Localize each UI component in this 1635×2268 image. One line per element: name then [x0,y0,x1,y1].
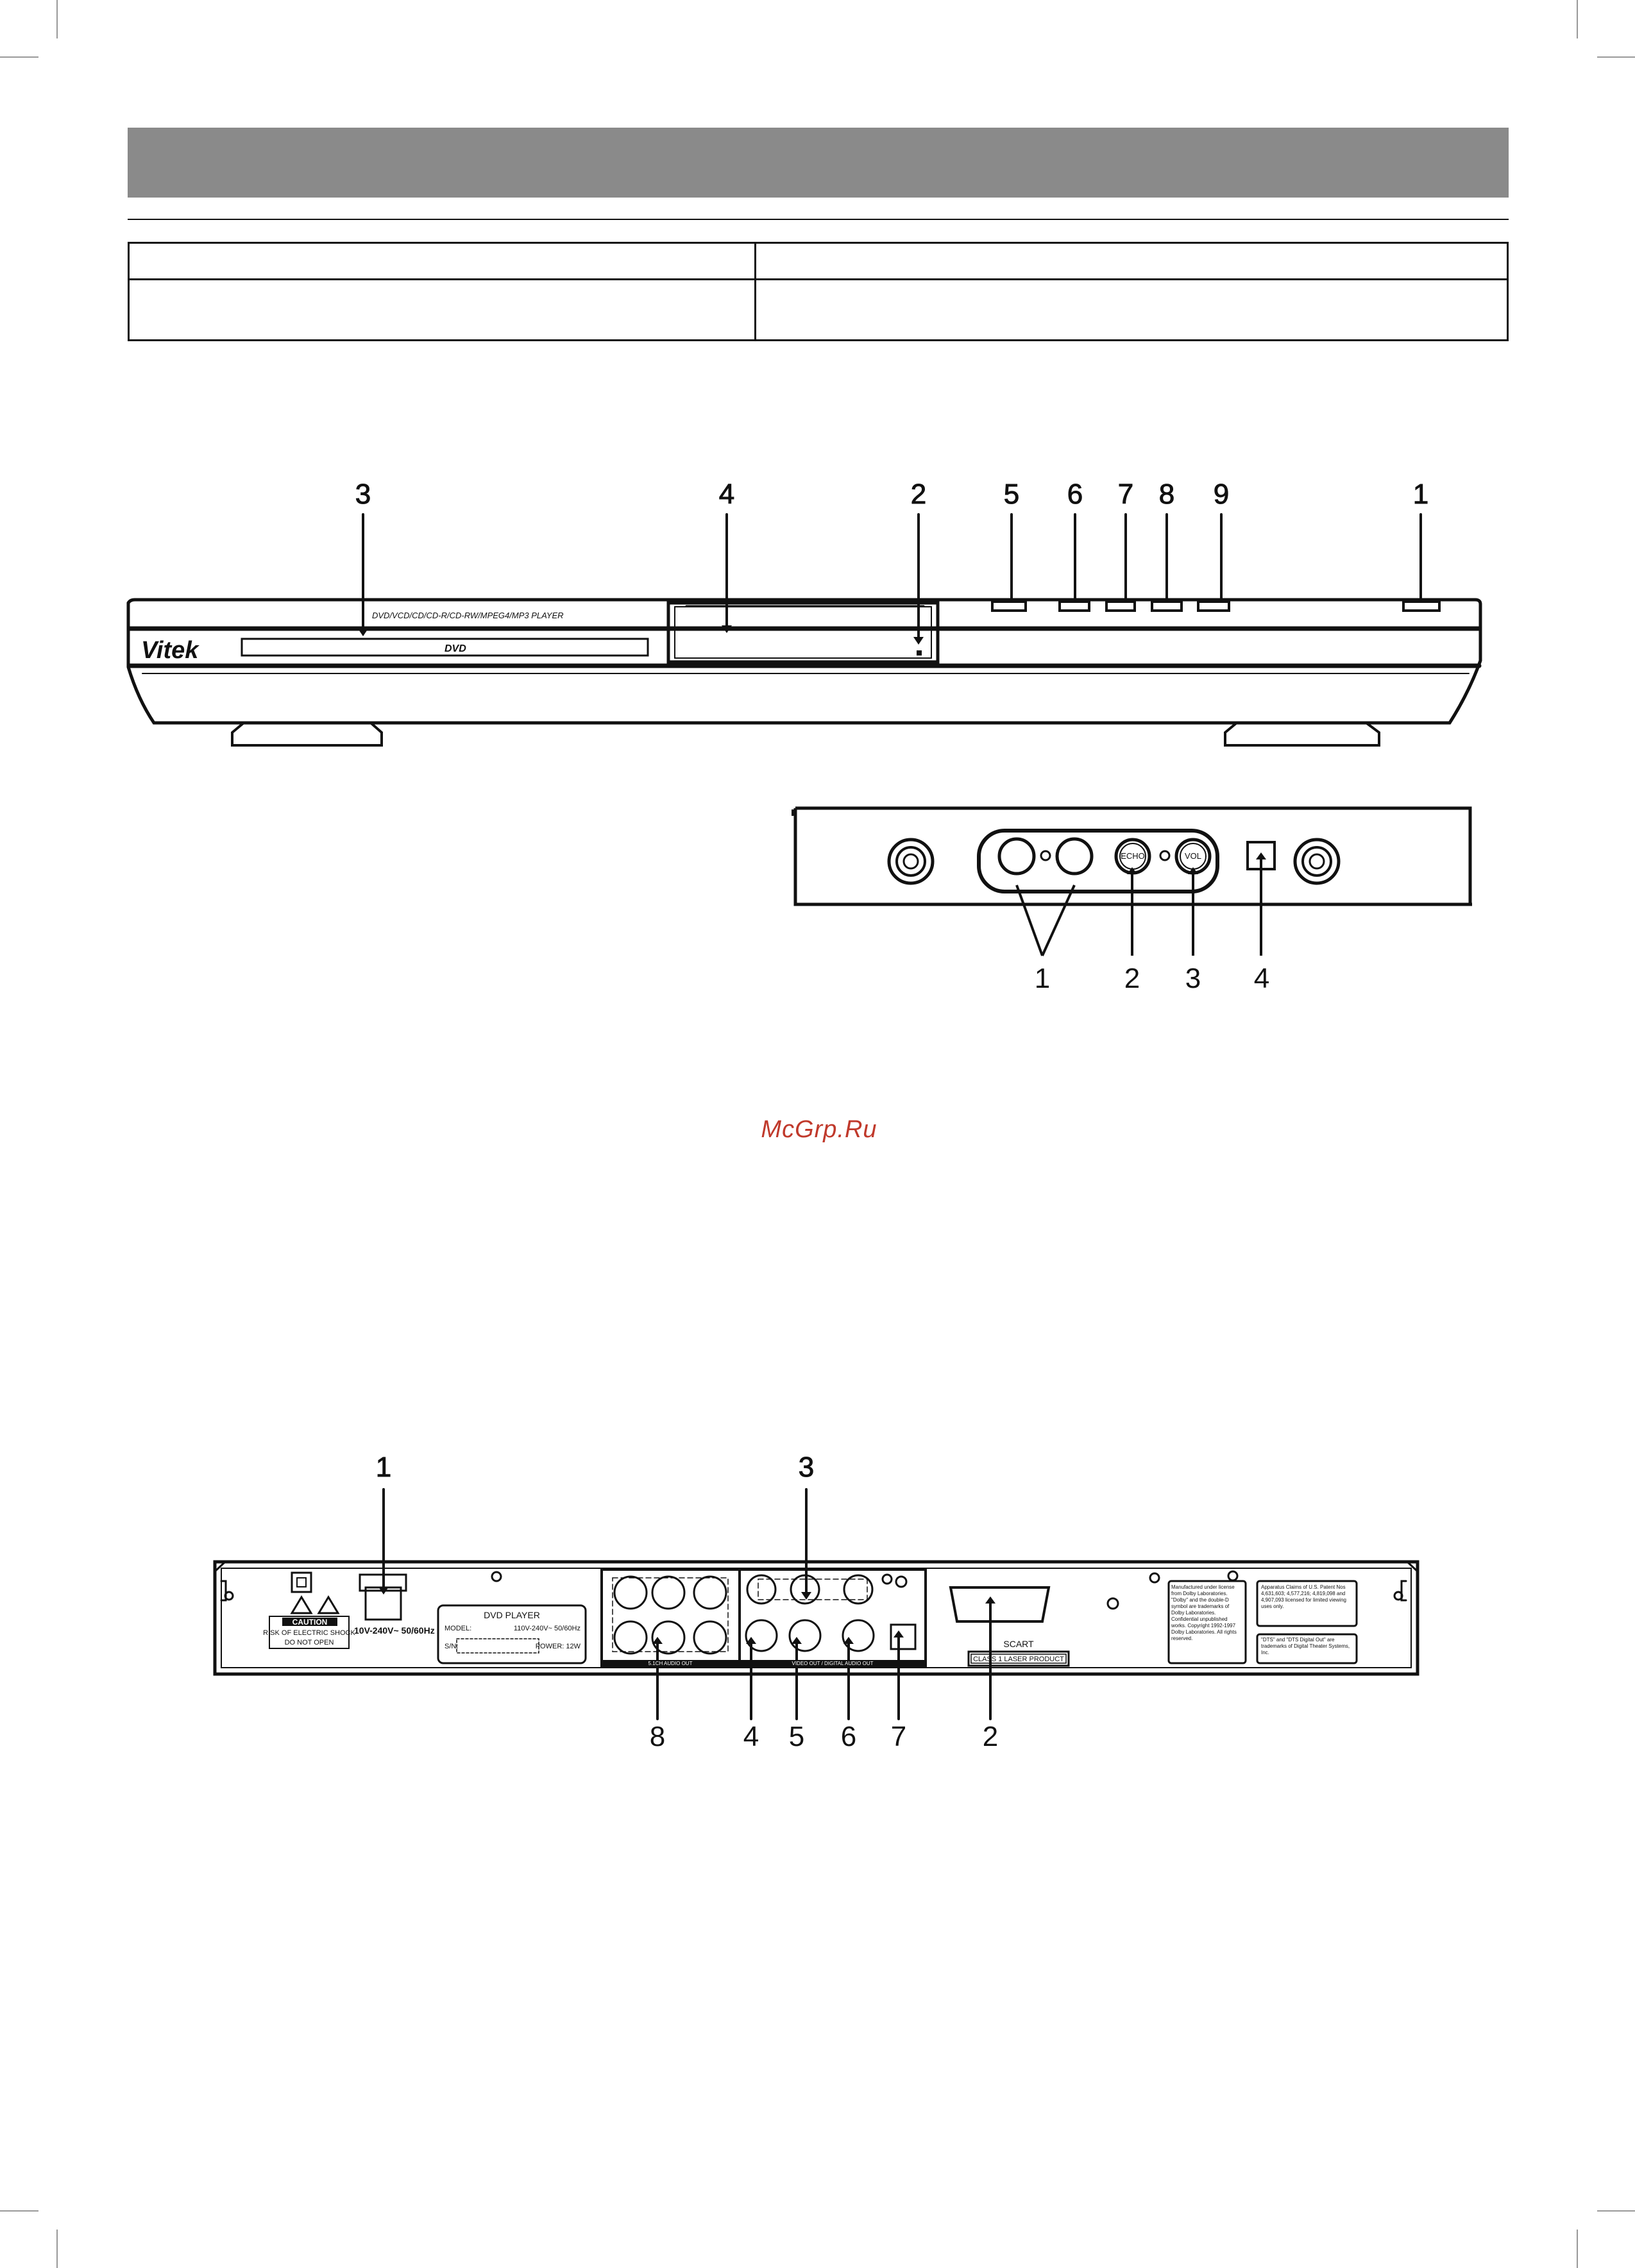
watermark: McGrp.Ru [761,1116,877,1143]
crop-mark [1577,0,1578,38]
tray-logo: DVD [445,643,466,654]
callout-number: 1 [376,1451,391,1483]
vol-label: VOL [1185,851,1201,861]
callout-number: 3 [1185,963,1201,994]
table-cell [754,278,1509,341]
table-cell [754,242,1509,280]
caution-line: DO NOT OPEN [285,1639,334,1646]
plate-rating: 110V-240V~ 50/60Hz [514,1625,580,1632]
callout-number: 3 [799,1451,814,1483]
karaoke-panel-diagram: ECHO VOL 1 2 3 4 [792,806,1472,994]
section-header-band [128,128,1509,198]
echo-label: ECHO [1121,851,1145,861]
callout-number: 5 [1004,478,1019,510]
power-rating-label: 10V-240V~ 50/60Hz [354,1625,435,1636]
caution-line: RISK OF ELECTRIC SHOCK [263,1629,355,1637]
crop-mark [56,2230,58,2268]
crop-mark [0,2210,38,2212]
callout-number: 8 [1159,478,1174,510]
patent-notice: Apparatus Claims of U.S. Patent Nos 4,63… [1261,1584,1346,1609]
callout-number: 7 [891,1721,906,1752]
caution-title: CAUTION [292,1618,328,1627]
scart-label: SCART [1003,1639,1034,1649]
callout-number: 1 [1035,963,1050,994]
rear-panel-diagram: 1 3 [213,1451,1419,1752]
callout-number: 2 [1124,963,1140,994]
callout-number: 5 [789,1721,804,1752]
callout-number: 1 [1413,478,1428,510]
crop-mark [56,0,58,38]
spec-table [128,242,1509,341]
callout-number: 9 [1214,478,1229,510]
plate-title: DVD PLAYER [484,1610,540,1620]
callout-number: 3 [355,478,371,510]
callout-number: 2 [911,478,926,510]
crop-mark [0,56,38,58]
table-cell [128,242,756,280]
callout-number: 8 [650,1721,665,1752]
callout-number: 7 [1118,478,1133,510]
crop-mark [1597,56,1635,58]
callout-number: 4 [719,478,734,510]
ch51-caption: 5.1CH AUDIO OUT [648,1661,693,1666]
callout-number: 4 [1254,963,1269,994]
dts-notice: "DTS" and "DTS Digital Out" are trademar… [1261,1637,1350,1655]
video-caption: VIDEO OUT / DIGITAL AUDIO OUT [792,1661,874,1666]
plate-power: POWER: 12W [536,1643,581,1650]
front-panel-diagram: 3 4 2 5 6 7 8 9 1 [126,478,1482,747]
brand-logo: Vitek [141,637,199,664]
header-rule [128,219,1509,220]
model-strip: DVD/VCD/CD/CD-R/CD-RW/MPEG4/MP3 PLAYER [372,611,564,620]
callout-number: 6 [1067,478,1083,510]
plate-model: MODEL: [445,1625,471,1632]
table-cell [128,278,756,341]
leader-lines [362,513,1422,641]
plate-sn: S/N: [445,1643,458,1650]
dolby-notice: Manufactured under license from Dolby La… [1171,1584,1237,1641]
crop-mark [1597,2210,1635,2212]
crop-mark [1577,2230,1578,2268]
callout-number: 4 [743,1721,759,1752]
callout-number: 6 [841,1721,856,1752]
laser-label: CLASS 1 LASER PRODUCT [973,1655,1064,1663]
callout-number: 2 [983,1721,998,1752]
